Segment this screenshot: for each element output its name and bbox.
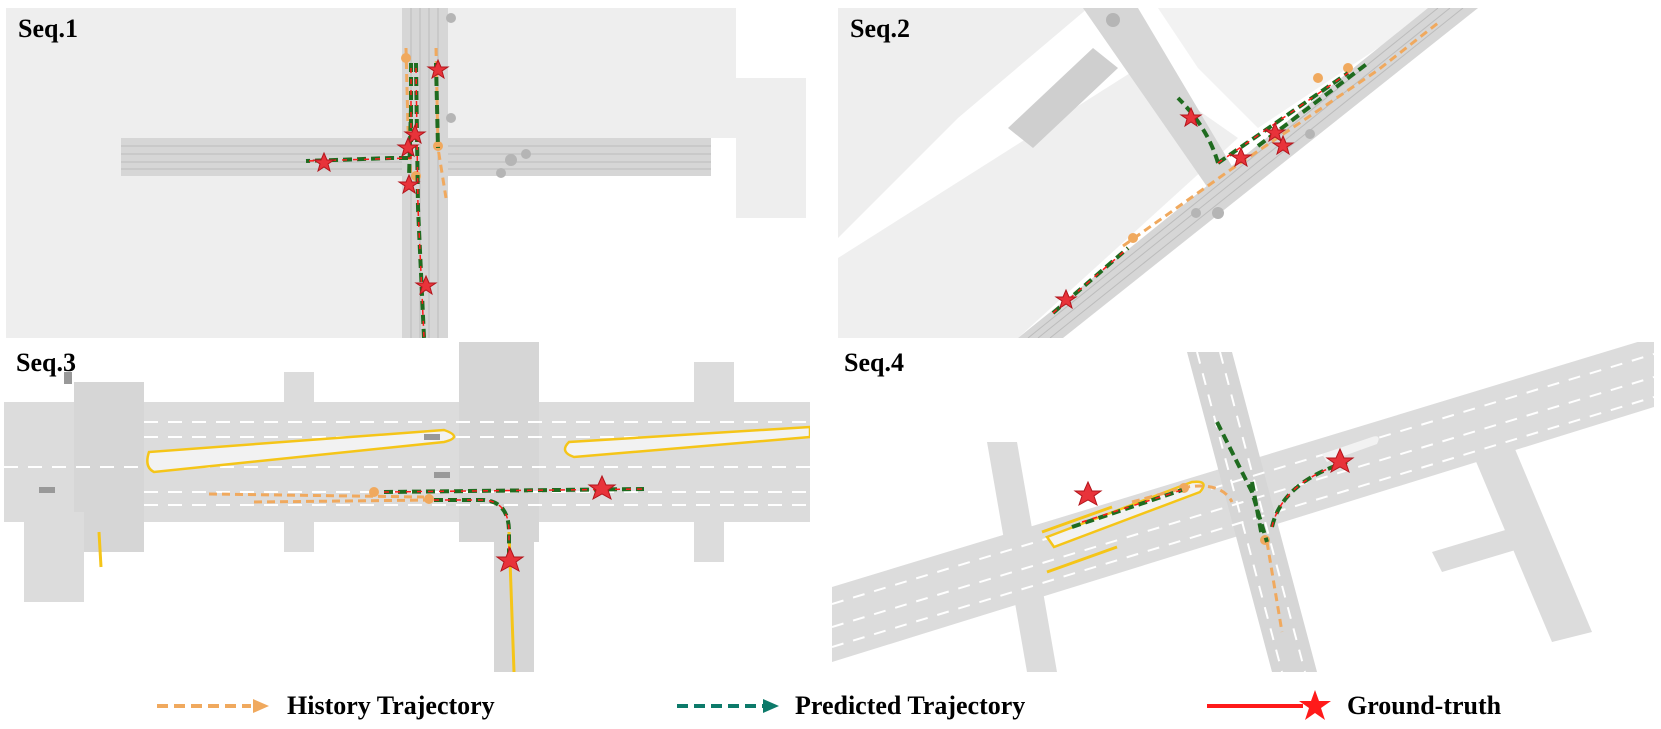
road-branch — [1083, 8, 1233, 188]
road-diagonal — [1018, 8, 1478, 338]
predicted-trajectory-icon — [677, 699, 779, 713]
map-panel-seq4: Seq.4 — [832, 342, 1654, 672]
legend-label-history: History Trajectory — [287, 691, 495, 720]
panel-label: Seq.1 — [18, 14, 78, 43]
area-block — [1158, 8, 1438, 128]
map-seq1 — [6, 8, 806, 338]
ground-truth-markers — [1073, 447, 1355, 507]
map-seq4 — [832, 342, 1654, 672]
ground-truth-markers — [312, 58, 450, 296]
legend-item-predicted: Predicted Trajectory — [675, 686, 1025, 726]
map-panel-seq3: Seq.3 — [4, 342, 810, 672]
road-segment — [1008, 48, 1118, 148]
ground-truth-star-icon — [1207, 690, 1331, 720]
panel-label: Seq.2 — [850, 14, 910, 43]
legend: History Trajectory Predicted Trajectory … — [0, 686, 1661, 726]
legend-label-ground-truth: Ground-truth — [1347, 691, 1502, 720]
ground-truth-markers — [1054, 106, 1295, 310]
area-block — [736, 78, 806, 218]
panel-label: Seq.3 — [16, 348, 76, 377]
area-block — [436, 8, 736, 138]
legend-item-history: History Trajectory — [155, 686, 495, 726]
legend-label-predicted: Predicted Trajectory — [795, 691, 1026, 720]
map-panel-seq1: Seq.1 — [6, 8, 806, 338]
map-seq3 — [4, 342, 810, 672]
map-seq2 — [838, 8, 1654, 338]
area-block — [838, 68, 1238, 338]
panel-label: Seq.4 — [844, 348, 904, 377]
area-block — [838, 8, 1088, 238]
history-trajectory-icon — [157, 699, 269, 713]
ground-truth-markers — [495, 474, 617, 573]
legend-item-ground-truth: Ground-truth — [1205, 686, 1501, 726]
map-panel-seq2: Seq.2 — [838, 8, 1654, 338]
